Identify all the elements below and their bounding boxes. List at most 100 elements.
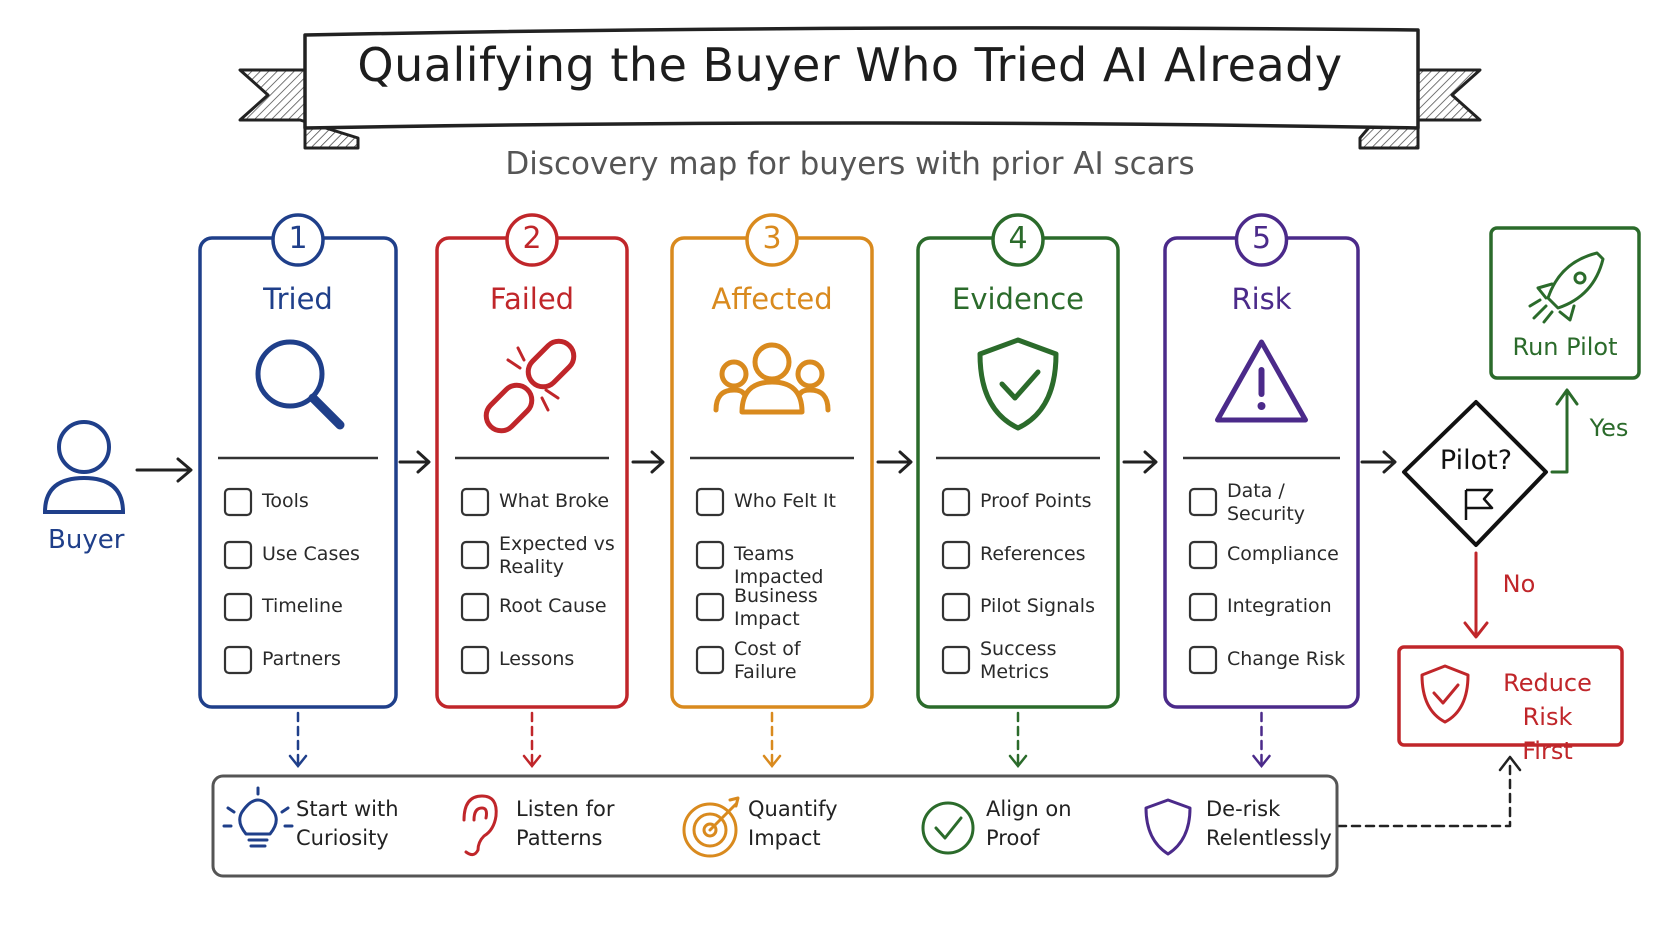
step-item: Data / Security [1227,480,1306,525]
yes-arrow [1550,388,1579,474]
step-box-1 [198,213,398,709]
step-number: 1 [288,221,308,256]
principle-line1: De-risk [1206,797,1281,821]
step-item: Integration [1227,595,1332,617]
item-bullet-icon [941,645,971,675]
step-number-circle [505,213,559,267]
step-item: What Broke [499,490,610,512]
step-item: Use Cases [262,543,360,565]
flag-icon [1464,488,1494,520]
person-icon [42,420,126,514]
item-bullet-icon [223,487,253,517]
dashed-connector [522,711,542,769]
item-bullet-icon [695,540,725,570]
item-bullet-icon [460,540,490,570]
step-box-4 [916,213,1120,709]
step-item: Expected vs Reality [499,533,615,578]
step-number: 2 [522,221,542,256]
shield-check-icon-small [1420,664,1470,724]
item-bullet-icon [223,645,253,675]
dashed-connector [762,711,782,769]
item-bullet-icon [460,592,490,622]
item-bullet-icon [695,592,725,622]
page-subtitle: Discovery map for buyers with prior AI s… [505,146,1195,182]
item-bullet-icon [223,592,253,622]
page-title: Qualifying the Buyer Who Tried AI Alread… [357,38,1343,92]
step-number-circle [991,213,1045,267]
ear-icon [462,794,498,857]
step-item: Tools [262,490,309,512]
step-box-5 [1163,213,1360,709]
item-bullet-icon [695,645,725,675]
target-icon [682,796,740,858]
dashed-connector [1008,711,1028,769]
principle-line2: Relentlessly [1206,826,1332,850]
principle-line1: Listen for [516,797,615,821]
item-bullet-icon [1188,487,1218,517]
step-box-2 [435,213,629,709]
broken-link-icon [483,338,577,434]
step-item: Compliance [1227,543,1339,565]
lightbulb-icon [222,786,294,848]
title-banner [303,26,1420,130]
flow-arrows [135,450,1397,483]
warning-icon [1215,339,1308,423]
item-bullet-icon [695,487,725,517]
check-circle-icon [921,801,975,855]
step-title: Failed [489,282,575,316]
no-arrow [1463,551,1489,639]
step-item: Lessons [499,648,575,670]
yes-label: Yes [1589,414,1629,442]
item-bullet-icon [941,487,971,517]
principle-label: Align on Proof [986,795,1126,853]
reduce-risk-line2: First [1522,737,1573,765]
step-number: 4 [1008,221,1028,256]
item-bullet-icon [460,645,490,675]
principle-line2: Proof [986,826,1040,850]
step-number-circle [745,213,799,267]
shield-icon [1144,798,1192,856]
principle-line2: Patterns [516,826,603,850]
step-item: Root Cause [499,595,607,617]
step-item: Business Impact [734,585,818,630]
item-bullet-icon [941,592,971,622]
item-bullet-icon [1188,592,1218,622]
reduce-risk-box [1397,645,1624,747]
step-title: Tried [263,282,333,316]
item-bullet-icon [223,540,253,570]
step-item: Change Risk [1227,648,1346,670]
buyer-label: Buyer [48,525,125,555]
step-number-circle [271,213,325,267]
magnifier-icon [255,339,345,430]
step-item: References [980,543,1086,565]
reduce-risk-label: Reduce Risk First [1475,666,1620,768]
step-number: 3 [762,221,782,256]
step-box-3 [670,213,874,709]
step-item: Partners [262,648,341,670]
step-number-circle [1234,213,1289,267]
people-icon [713,342,831,415]
item-bullet-icon [460,487,490,517]
step-title: Evidence [952,282,1084,316]
step-title: Affected [711,282,833,316]
item-bullet-icon [941,540,971,570]
principle-line1: Quantify [748,797,838,821]
step-item: Proof Points [980,490,1092,512]
item-bullet-icon [1188,645,1218,675]
principle-line2: Impact [748,826,821,850]
step-item: Success Metrics [980,638,1057,683]
reduce-risk-line1: Reduce Risk [1503,669,1592,731]
decision-label: Pilot? [1439,445,1513,476]
dashed-connector [288,711,308,769]
step-item: Timeline [262,595,343,617]
shield-check-icon [977,337,1059,431]
principle-line1: Align on [986,797,1072,821]
no-label: No [1502,570,1536,598]
dashed-to-reduce-risk [1336,755,1522,828]
